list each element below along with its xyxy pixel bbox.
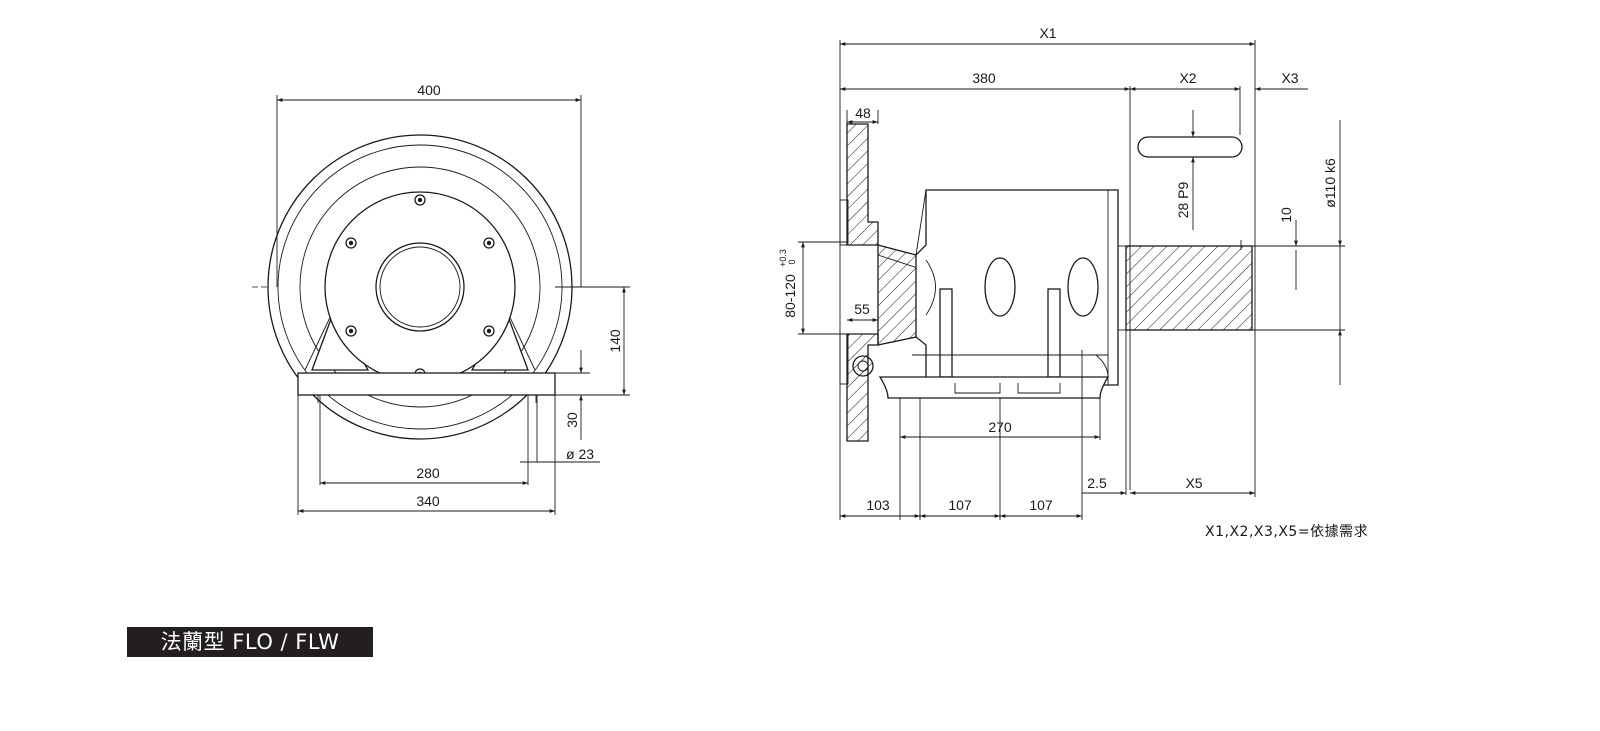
output-shaft [1125,245,1253,331]
dim-bore-tol-lower: 0 [787,259,797,264]
bore-circle [375,242,465,332]
foot-plate [297,372,556,396]
keyway-slot [1137,136,1243,158]
dim-bore: 80-120 [782,274,798,318]
dim-gap-2-5: 2.5 [1087,475,1107,491]
seal-ring [852,355,874,377]
dim-seg-107a: 107 [948,497,972,513]
dim-shaft-dia: ø110 k6 [1322,158,1338,208]
housing-foot [878,376,1110,399]
dim-shaft-height: 140 [607,329,623,353]
dim-key-28p9: 28 P9 [1175,181,1191,218]
drawing-title: 法蘭型 FLO / FLW [160,630,340,654]
dim-length-380: 380 [972,70,996,86]
front-view: 400 140 30 ø 23 280 340 [252,82,630,515]
dim-bolt-spacing: 280 [416,465,440,481]
dim-x1: X1 [1039,25,1056,41]
flange-section [846,123,879,246]
dim-x2: X2 [1179,70,1196,86]
dim-key-10: 10 [1278,207,1294,223]
dimension-note: X1,X2,X3,X5=依據需求 [1205,524,1368,540]
dim-seg-103: 103 [866,497,890,513]
side-view: X1 380 X2 X3 48 28 P9 10 ø110 k6 [778,25,1368,540]
title-banner: 法蘭型 FLO / FLW [127,627,373,657]
dim-bore-tol-upper: +0.3 [778,249,788,267]
dim-bore-55: 55 [854,301,870,317]
dim-x3: X3 [1281,70,1298,86]
dim-flange-48: 48 [855,105,871,121]
dim-x5: X5 [1185,475,1202,491]
dim-foot-height: 30 [564,412,580,428]
dim-seg-107b: 107 [1029,497,1053,513]
dim-overall-width: 400 [417,82,441,98]
dim-bolt-hole: ø 23 [566,446,594,462]
dim-foot-width: 340 [416,493,440,509]
